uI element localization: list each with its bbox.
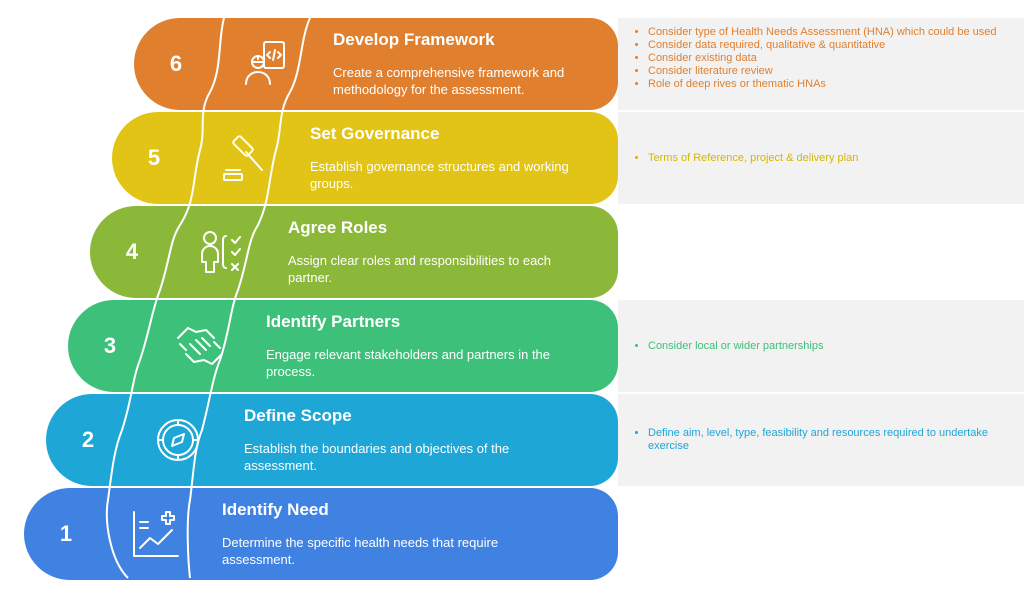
step-number: 2 xyxy=(81,427,95,452)
developer-framework-icon xyxy=(234,32,298,96)
step-5: 5 Set Governance Establish governance st… xyxy=(112,112,618,204)
compass-icon xyxy=(146,408,210,472)
step-title: Set Governance xyxy=(310,124,440,143)
step-4: 4 Agree Roles Assign clear roles and res… xyxy=(90,206,618,298)
note-item: Define aim, level, type, feasibility and… xyxy=(648,427,1014,453)
notes-step-6: Consider type of Health Needs Assessment… xyxy=(618,18,1024,110)
notes-step-3: Consider local or wider partnerships xyxy=(618,300,1024,392)
health-chart-icon xyxy=(124,502,188,566)
step-description: Determine the specific health needs that… xyxy=(222,535,499,567)
step-title: Agree Roles xyxy=(288,218,388,237)
step-number: 1 xyxy=(59,521,73,546)
notes-step-1 xyxy=(618,488,1024,580)
step-title: Develop Framework xyxy=(333,30,495,49)
notes-step-4 xyxy=(618,206,1024,298)
step-3: 3 Identify Partners Engage relevant stak… xyxy=(68,300,618,392)
step-title: Define Scope xyxy=(244,406,352,425)
step-number: 6 xyxy=(169,51,183,76)
note-item: Role of deep rives or thematic HNAs xyxy=(648,78,1014,91)
step-1: 1 Identify Need Determine the specific h… xyxy=(24,488,618,580)
person-checklist-icon xyxy=(190,220,254,284)
step-description: Create a comprehensive framework and met… xyxy=(333,65,565,97)
step-number: 5 xyxy=(147,145,161,170)
note-item: Consider type of Health Needs Assessment… xyxy=(648,26,1014,39)
step-description: Establish governance structures and work… xyxy=(310,159,569,191)
step-number: 3 xyxy=(103,333,117,358)
step-2: 2 Define Scope Establish the boundaries … xyxy=(46,394,618,486)
handshake-icon xyxy=(168,314,232,378)
step-title: Identify Need xyxy=(222,500,329,519)
note-item: Consider local or wider partnerships xyxy=(648,340,823,353)
step-description: Assign clear roles and responsibilities … xyxy=(288,253,552,285)
note-item: Terms of Reference, project & delivery p… xyxy=(648,152,858,165)
note-item: Consider existing data xyxy=(648,52,1014,65)
step-title: Identify Partners xyxy=(266,312,401,331)
note-item: Consider literature review xyxy=(648,65,1014,78)
notes-step-5: Terms of Reference, project & delivery p… xyxy=(618,112,1024,204)
note-item: Consider data required, qualitative & qu… xyxy=(648,39,1014,52)
step-6: 6 Develop Framework Create a comprehensi… xyxy=(134,18,618,110)
step-number: 4 xyxy=(125,239,139,264)
step-description: Establish the boundaries and objectives … xyxy=(244,441,510,473)
notes-step-2: Define aim, level, type, feasibility and… xyxy=(618,394,1024,486)
gavel-icon xyxy=(212,126,276,190)
step-description: Engage relevant stakeholders and partner… xyxy=(266,347,551,379)
